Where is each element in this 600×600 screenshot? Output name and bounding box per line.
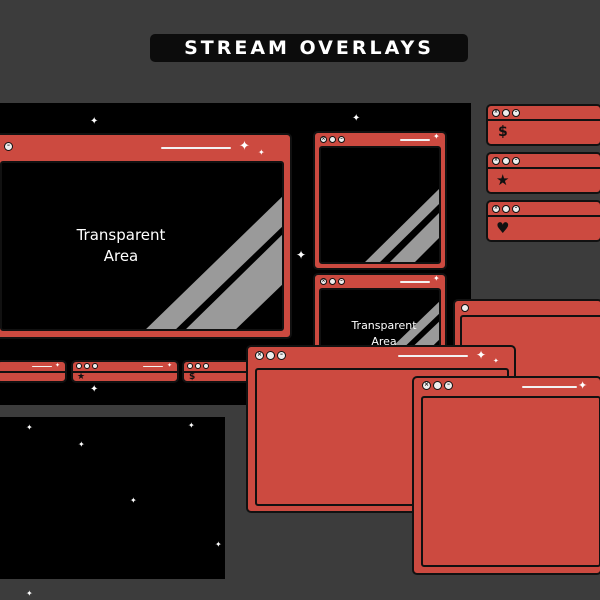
heart-icon: ♥ <box>496 219 510 237</box>
info-icon <box>502 205 510 213</box>
close-icon: × <box>492 205 500 213</box>
dollar-icon: $ <box>189 372 196 382</box>
transparent-area: Transparent Area <box>0 161 284 331</box>
minimize-icon: – <box>4 142 13 151</box>
info-icon <box>433 381 442 390</box>
sparkle-icon: ✦ <box>239 139 250 154</box>
close-icon: × <box>492 109 500 117</box>
widget-star: × – ★ <box>486 152 600 194</box>
sparkle-icon: ✦ <box>55 362 61 369</box>
outline-frame-front-area <box>421 396 600 567</box>
info-icon <box>329 278 336 285</box>
title-bar-line <box>522 386 577 388</box>
small-bar-1: ✦ <box>0 360 67 383</box>
star-dot-icon: ✦ <box>26 423 33 432</box>
star-icon: ★ <box>77 372 86 382</box>
minimize-icon: – <box>338 278 345 285</box>
transparent-area-label: Transparent Area <box>76 226 166 265</box>
close-icon <box>461 304 469 312</box>
close-icon: × <box>255 351 264 360</box>
sparkle-icon: ✦ <box>90 384 99 395</box>
close-icon: × <box>320 136 327 143</box>
sparkle-icon: ✦ <box>433 274 440 283</box>
outline-frame-front: × – ✦ <box>412 376 600 575</box>
sparkle-icon: ✦ <box>296 248 307 262</box>
minimize-icon <box>92 363 98 369</box>
close-icon: × <box>422 381 431 390</box>
minimize-icon: – <box>277 351 286 360</box>
info-icon <box>502 109 510 117</box>
side-frame-top: × – ✦ <box>313 131 447 270</box>
info-icon <box>84 363 90 369</box>
minimize-icon: – <box>512 157 520 165</box>
info-icon <box>266 351 275 360</box>
widget-heart: × – ♥ <box>486 200 600 242</box>
close-icon: × <box>320 278 327 285</box>
diagonal-stripes <box>146 196 282 329</box>
title-bar-line <box>400 139 430 141</box>
title-bar-line <box>398 355 468 357</box>
star-icon: ★ <box>496 171 510 189</box>
sparkle-icon: ✦ <box>578 379 588 392</box>
main-camera-frame: – ✦ ✦ Transparent Area <box>0 133 292 339</box>
title-bar-line <box>143 366 163 367</box>
transparent-area-label: Transparent Area <box>351 319 417 348</box>
star-dot-icon: ✦ <box>78 440 85 449</box>
widget-dollar: × – $ <box>486 104 600 146</box>
sparkle-icon: ✦ <box>433 132 440 141</box>
info-icon <box>329 136 336 143</box>
info-icon <box>195 363 201 369</box>
dollar-icon: $ <box>498 124 508 140</box>
starfield-panel <box>0 417 225 579</box>
minimize-icon: – <box>444 381 453 390</box>
title-bar-line <box>161 147 231 149</box>
close-icon: × <box>492 157 500 165</box>
page-title: STREAM OVERLAYS <box>150 34 468 62</box>
title-bar-line <box>32 366 52 367</box>
sparkle-icon: ✦ <box>90 116 99 127</box>
sparkle-icon: ✦ <box>167 362 173 369</box>
sparkle-icon: ✦ <box>352 113 361 124</box>
title-bar-line <box>400 281 430 283</box>
minimize-icon <box>203 363 209 369</box>
star-dot-icon: ✦ <box>26 589 33 598</box>
close-icon <box>187 363 193 369</box>
small-bar-2: ✦ ★ <box>71 360 179 383</box>
star-dot-icon: ✦ <box>188 421 195 430</box>
star-dot-icon: ✦ <box>215 540 222 549</box>
star-dot-icon: ✦ <box>130 496 137 505</box>
minimize-icon: – <box>512 205 520 213</box>
minimize-icon: – <box>512 109 520 117</box>
info-icon <box>502 157 510 165</box>
minimize-icon: – <box>338 136 345 143</box>
sparkle-icon: ✦ <box>493 357 499 365</box>
diagonal-stripes <box>365 188 439 262</box>
close-icon <box>76 363 82 369</box>
side-frame-top-area <box>319 146 441 264</box>
sparkle-icon: ✦ <box>476 348 487 362</box>
sparkle-icon: ✦ <box>258 148 265 157</box>
